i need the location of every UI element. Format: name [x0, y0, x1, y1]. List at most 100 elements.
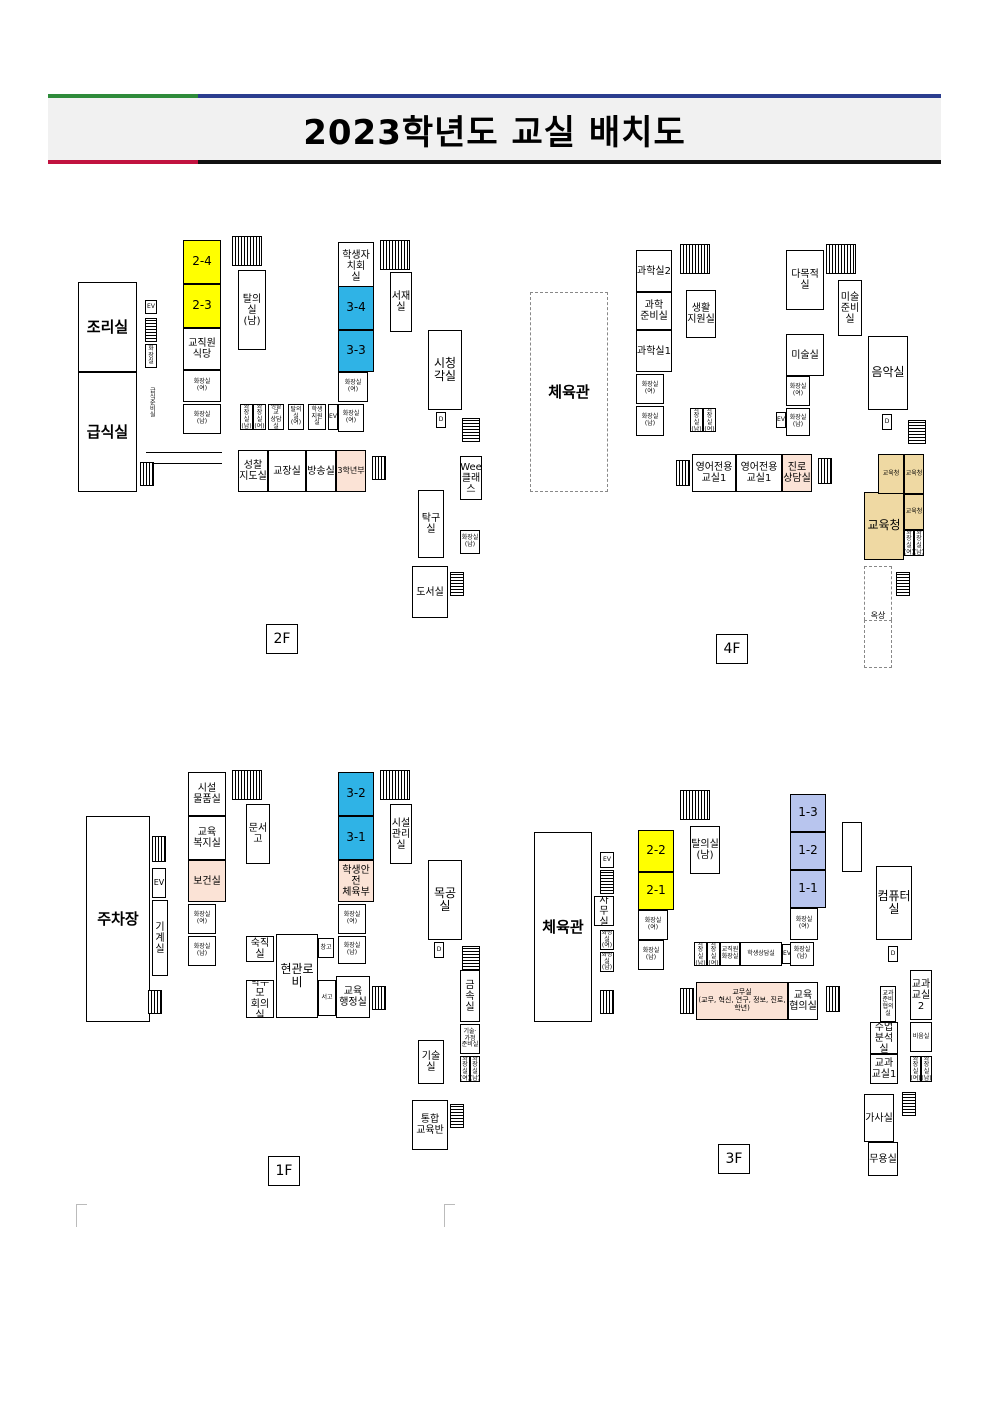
stair-1f-d — [372, 986, 386, 1010]
room-2f-s4: 탈의실 (여) — [288, 404, 304, 430]
room-2f-ev: EV — [145, 300, 157, 314]
stair-3f-b — [600, 990, 614, 1014]
door-1f-d: D — [434, 942, 444, 958]
stair-3f-c — [680, 790, 710, 820]
room-metal: 금속실 — [460, 970, 480, 1022]
room-3f-wc-m2: 화장실 (남) — [790, 942, 814, 966]
room-pingpong: 탁구실 — [418, 490, 444, 558]
room-2f-s3: 생활교 상담실 — [268, 404, 284, 430]
room-tech: 기술실 — [418, 1040, 444, 1084]
door-4f-d: D — [882, 414, 892, 430]
room-2f-s7: 화장실 (여) — [338, 404, 364, 432]
room-lesson-analysis: 수업 분석실 — [870, 1022, 898, 1054]
room-edu-meeting: 교육 협의실 — [788, 982, 818, 1020]
stair-2f-a — [145, 318, 157, 342]
room-3f-s3: 교직원 화장실 — [720, 942, 740, 966]
room-4f-ev: EV — [776, 412, 786, 428]
crop-mark-left — [76, 1204, 87, 1227]
room-1f-wc-m2: 화장실 (남) — [338, 936, 366, 964]
room-3-4: 3-4 — [338, 286, 374, 330]
room-principal: 교장실 — [268, 450, 306, 492]
room-edu-office-3: 교육청 — [904, 454, 924, 494]
room-gym-4f: 체육관 — [530, 292, 608, 492]
room-facility-mgmt: 시설 관리실 — [390, 804, 412, 864]
room-2-2: 2-2 — [638, 830, 674, 872]
room-cooking: 조리실 — [78, 282, 137, 372]
room-health: 보건실 — [188, 860, 226, 902]
stair-4f-a — [680, 244, 710, 274]
room-storage: 창고 — [318, 938, 334, 958]
room-2-4: 2-4 — [183, 240, 221, 284]
room-edu-office-main: 교육청 — [864, 492, 904, 560]
room-2f-vertical-label: 급식준비실 — [148, 387, 156, 417]
room-1-1: 1-1 — [790, 870, 826, 908]
room-4f-wc-m2: 화장실 (남) — [786, 408, 810, 436]
room-2f-wc-w1: 화장실 (여) — [183, 370, 221, 402]
room-reflection: 성찰 지도실 — [238, 450, 268, 492]
room-study: 서재실 — [390, 272, 412, 332]
room-4f-wc-w: 화장실 (여) — [636, 374, 664, 404]
room-subject1: 교과 교실1 — [870, 1054, 898, 1084]
room-3f-s1: 화장실 (남) — [694, 942, 707, 966]
room-2-3: 2-3 — [183, 284, 221, 328]
room-3f-s7: 화장실 (여) — [600, 930, 614, 950]
room-art-prep: 미술 준비실 — [838, 280, 862, 336]
room-1f-s1: 화장실 (여) — [460, 1056, 470, 1082]
room-3f-s2: 화장실 (여) — [707, 942, 720, 966]
room-3-2: 3-2 — [338, 772, 374, 816]
title-header: 2023학년도 교실 배치도 — [48, 94, 941, 164]
room-dining: 급식실 — [78, 372, 137, 492]
stair-3f-e — [826, 986, 840, 1012]
header-rule-black — [198, 160, 941, 164]
room-4f-s3: 화장실 (여) — [904, 530, 914, 556]
room-1f-s2: 화장실 (남) — [470, 1056, 480, 1082]
stair-1f-a — [152, 836, 166, 862]
room-2f-wc-m1: 화장실 (남) — [183, 404, 221, 434]
room-counsel: 학생상담실 — [740, 942, 782, 966]
room-art: 미술실 — [786, 334, 824, 376]
room-machine: 기 계 실 — [152, 900, 168, 976]
header-rule-navy — [198, 94, 941, 98]
stair-4f-e — [818, 458, 832, 484]
room-music: 음악실 — [868, 336, 908, 410]
header-rule-crimson — [48, 160, 198, 164]
room-book: 서고 — [318, 980, 336, 1016]
room-1f-wc-w2: 화장실 (여) — [338, 904, 366, 934]
room-edu-admin: 교육 행정실 — [336, 976, 370, 1018]
stair-4f-c — [908, 420, 926, 444]
room-doc: 문서고 — [246, 804, 270, 864]
room-teachers: 교무실 (교무, 혁신, 연구, 정보, 진로, 학년) — [696, 982, 788, 1020]
room-3f-right-tall — [842, 822, 862, 872]
room-2f-s5: 학생 지원실 — [308, 404, 326, 430]
room-subject2: 교과 교실2 — [910, 970, 932, 1020]
floor-label-4f: 4F — [716, 634, 748, 664]
room-multipurpose: 다목적실 — [786, 250, 824, 310]
header-rule-green — [48, 94, 198, 98]
room-english2: 영어전용 교실1 — [736, 454, 782, 492]
stair-2f-g — [140, 462, 154, 486]
room-2f-s2: 화장실 (여) — [253, 404, 266, 430]
room-integrated: 통합 교육반 — [412, 1100, 448, 1150]
stair-2f-e — [450, 572, 464, 596]
corridor-2f-main — [146, 452, 222, 464]
room-edu-office-4: 교육청 — [904, 494, 924, 530]
stair-2f-d — [462, 418, 480, 442]
room-wee-class: Wee 클래스 — [460, 456, 482, 500]
room-2-1: 2-1 — [638, 872, 674, 910]
stair-2f-c — [380, 240, 410, 270]
room-broadcast: 방송실 — [306, 450, 336, 492]
stair-4f-b — [826, 244, 856, 274]
room-4f-s2: 화장실 (여) — [703, 408, 716, 432]
room-library: 도서실 — [412, 566, 448, 618]
stair-4f-d — [676, 460, 690, 486]
room-4f-wc-m: 화장실 (남) — [636, 406, 664, 436]
page-title: 2023학년도 교실 배치도 — [303, 112, 686, 153]
room-home-ec: 가사실 — [864, 1094, 894, 1142]
room-1f-wc-w: 화장실 (여) — [188, 904, 216, 934]
room-student-council: 학생자치회 실 — [338, 242, 374, 290]
stair-1f-e — [380, 770, 410, 800]
room-4f-s1: 화장실 (남) — [690, 408, 703, 432]
room-3f-s5: 화장실 (여) — [910, 1056, 921, 1082]
room-tech-prep: 기술·가정 준비실 — [460, 1024, 480, 1054]
room-edu-office-2: 교육청 — [878, 454, 904, 494]
